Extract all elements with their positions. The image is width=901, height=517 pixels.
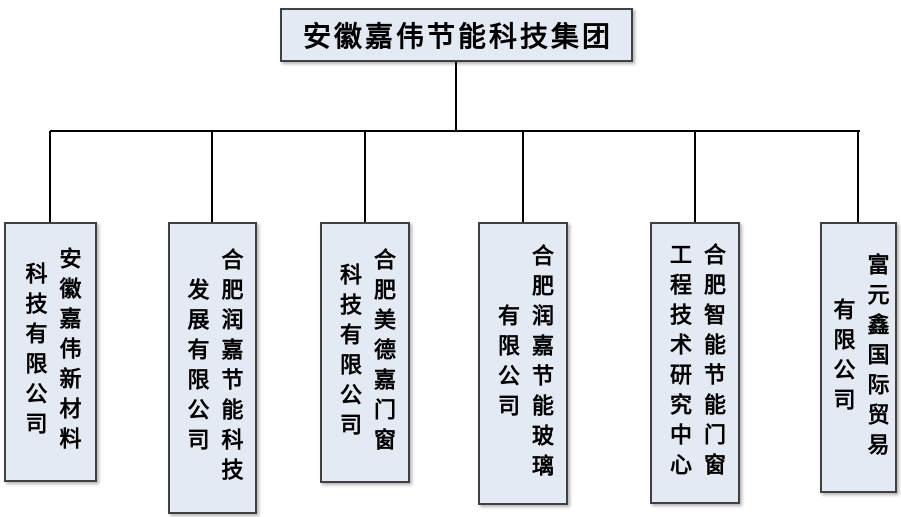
company-name-line: 富元鑫国际贸易 (863, 252, 889, 463)
root-company-box: 安徽嘉伟节能科技集团 (280, 8, 633, 62)
subsidiary-box-3: 合肥美德嘉门窗 科技有限公司 (320, 222, 410, 483)
company-name-line: 有限公司 (494, 303, 519, 424)
connector-drop-2 (211, 131, 213, 222)
company-name-line: 安徽嘉伟新材料 (55, 247, 81, 457)
company-name-vertical: 安徽嘉伟新材料 科技有限公司 (17, 224, 85, 480)
connector-drop-1 (49, 131, 51, 222)
company-name-vertical: 合肥智能节能门窗 工程技术研究中心 (661, 224, 729, 502)
company-name-vertical: 合肥美德嘉门窗 科技有限公司 (331, 224, 399, 481)
subsidiary-box-5: 合肥智能节能门窗 工程技术研究中心 (650, 222, 740, 504)
connector-drop-5 (694, 131, 696, 222)
subsidiary-box-6: 富元鑫国际贸易 有限公司 (820, 222, 897, 493)
company-name-vertical: 富元鑫国际贸易 有限公司 (825, 224, 893, 491)
company-name-line: 有限公司 (829, 297, 855, 418)
company-name-vertical: 合肥润嘉节能科技 发展有限公司 (179, 224, 247, 512)
company-name-line: 科技有限公司 (21, 262, 47, 442)
connector-bus (50, 130, 860, 132)
subsidiary-box-2: 合肥润嘉节能科技 发展有限公司 (168, 222, 257, 514)
company-name-vertical: 合肥润嘉节能玻璃 有限公司 (489, 224, 557, 503)
company-name-line: 合肥润嘉节能玻璃 (528, 243, 553, 484)
connector-drop-4 (522, 131, 524, 222)
root-company-name: 安徽嘉伟节能科技集团 (302, 20, 613, 53)
company-name-line: 工程技术研究中心 (666, 243, 691, 483)
subsidiary-box-4: 合肥润嘉节能玻璃 有限公司 (478, 222, 568, 505)
company-name-line: 科技有限公司 (336, 262, 361, 443)
company-name-line: 发展有限公司 (183, 278, 209, 458)
company-name-line: 合肥美德嘉门窗 (370, 247, 395, 458)
company-name-line: 合肥智能节能门窗 (700, 243, 725, 483)
connector-drop-3 (364, 131, 366, 222)
connector-drop-6 (857, 131, 859, 222)
connector-stem (455, 62, 457, 132)
subsidiary-box-1: 安徽嘉伟新材料 科技有限公司 (4, 222, 97, 482)
company-name-line: 合肥润嘉节能科技 (217, 248, 243, 488)
